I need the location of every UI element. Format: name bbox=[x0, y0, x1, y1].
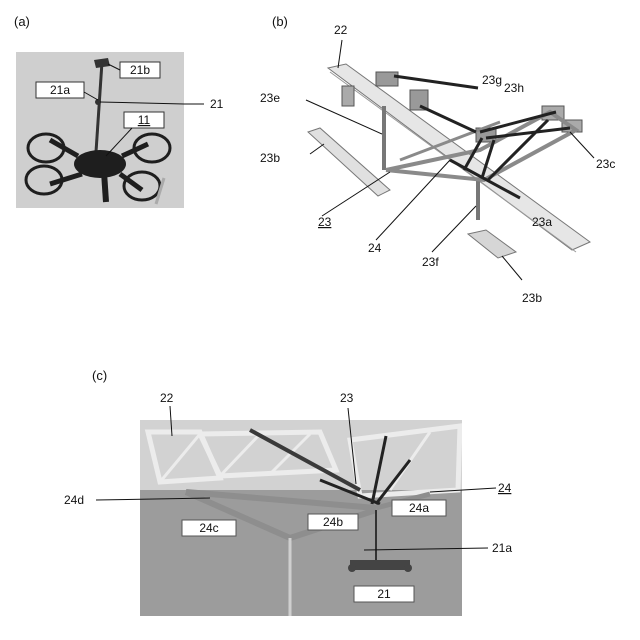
lower-rail bbox=[468, 230, 516, 258]
callout-23b-left: 23b bbox=[260, 151, 280, 165]
panel-a-drone-figure: 21b 21a 11 bbox=[16, 52, 184, 208]
leader-23-c bbox=[348, 408, 356, 484]
callout-23c: 23c bbox=[596, 157, 615, 171]
callout-21: 21 bbox=[210, 97, 224, 111]
callout-23f: 23f bbox=[422, 255, 439, 269]
callout-11: 11 bbox=[138, 113, 151, 127]
callout-21: 21 bbox=[377, 587, 391, 601]
panel-a-label: (a) bbox=[14, 14, 30, 29]
callout-24: 24 bbox=[368, 241, 382, 255]
leader-22 bbox=[338, 40, 342, 68]
leader-22-c bbox=[170, 406, 172, 436]
panel-b-mechanism-figure: 22 23g 23h 23e 23b 23c 23 24 23a 23f 23b bbox=[250, 20, 640, 310]
callout-21b: 21b bbox=[130, 63, 150, 77]
callout-24d: 24d bbox=[64, 493, 84, 507]
leader-23f bbox=[432, 206, 476, 252]
cable bbox=[486, 128, 570, 138]
leader-21a-c bbox=[364, 548, 488, 550]
callout-23e: 23e bbox=[260, 91, 280, 105]
callout-23: 23 bbox=[318, 215, 332, 229]
leader-23b-2 bbox=[502, 256, 522, 280]
leader-24-c bbox=[430, 488, 496, 492]
callout-23a: 23a bbox=[532, 215, 552, 229]
callout-21a-c: 21a bbox=[492, 541, 512, 555]
carriage bbox=[342, 86, 354, 106]
left-rail bbox=[308, 128, 390, 196]
leader-24d bbox=[96, 498, 210, 500]
leader-23c bbox=[570, 132, 594, 158]
callout-23b-bottom: 23b bbox=[522, 291, 542, 305]
cable bbox=[394, 76, 478, 88]
panel-c-outside-callouts: 22 23 24 24d 21a bbox=[60, 380, 580, 580]
callout-21a: 21a bbox=[50, 83, 70, 97]
callout-22-c: 22 bbox=[160, 391, 174, 405]
callout-22: 22 bbox=[334, 23, 348, 37]
leader-23b bbox=[310, 144, 324, 154]
callout-23h: 23h bbox=[504, 81, 524, 95]
callout-23-c: 23 bbox=[340, 391, 354, 405]
callout-23g: 23g bbox=[482, 73, 502, 87]
panel-a-outside-callouts: 21 bbox=[184, 90, 234, 120]
drone-leg bbox=[104, 172, 106, 202]
carriage bbox=[376, 72, 398, 86]
callout-24-c: 24 bbox=[498, 481, 512, 495]
